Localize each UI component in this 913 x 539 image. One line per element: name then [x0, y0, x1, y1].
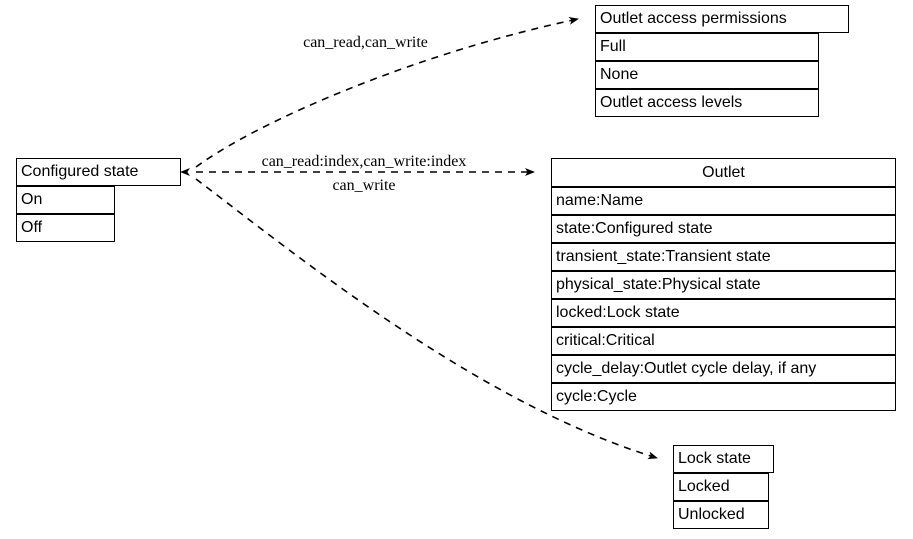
- edge-label-permissions: can_read,can_write: [303, 34, 428, 51]
- lock-state-title: Lock state: [673, 445, 774, 473]
- outlet-row-physical-state: physical_state:Physical state: [551, 271, 896, 299]
- lock-state-row-locked: Locked: [673, 473, 769, 501]
- configured-state-title: Configured state: [16, 158, 181, 186]
- edge-label-outlet-line1: can_read:index,can_write:index: [261, 153, 467, 170]
- outlet-title: Outlet: [551, 158, 896, 187]
- outlet-row-locked: locked:Lock state: [551, 299, 896, 327]
- outlet-row-transient-state: transient_state:Transient state: [551, 243, 896, 271]
- edge-path-permissions: [195, 16, 579, 168]
- edge-path-lock-state: [195, 178, 658, 460]
- edge-arrowhead-configured-state: [180, 168, 190, 176]
- outlet-row-name: name:Name: [551, 187, 896, 215]
- lock-state-row-unlocked: Unlocked: [673, 501, 769, 529]
- outlet-row-critical: critical:Critical: [551, 327, 896, 355]
- outlet-access-permissions-row-none: None: [595, 61, 819, 89]
- outlet-access-permissions-row-full: Full: [595, 33, 819, 61]
- outlet-row-cycle: cycle:Cycle: [551, 383, 896, 411]
- configured-state-row-off: Off: [16, 214, 115, 242]
- outlet-row-state: state:Configured state: [551, 215, 896, 243]
- outlet-access-permissions-title: Outlet access permissions: [595, 5, 849, 33]
- edge-label-outlet-line2: can_write: [332, 177, 396, 194]
- configured-state-row-on: On: [16, 186, 115, 214]
- outlet-row-cycle-delay: cycle_delay:Outlet cycle delay, if any: [551, 355, 896, 383]
- outlet-access-permissions-row-levels: Outlet access levels: [595, 89, 819, 117]
